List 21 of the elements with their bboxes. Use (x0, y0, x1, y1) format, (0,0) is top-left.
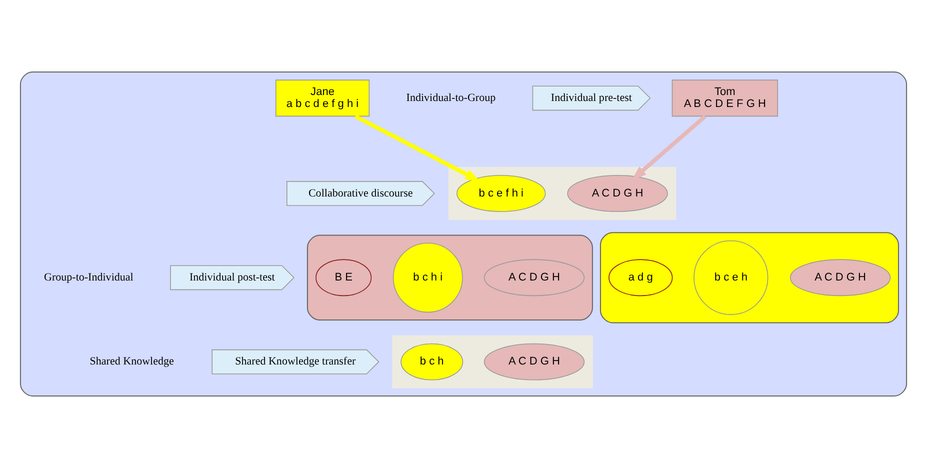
label: Shared Knowledge (90, 355, 174, 368)
cluster (20, 71, 908, 396)
node-ellipse: A C D G H (567, 174, 668, 212)
label: Individual-to-Group (406, 91, 496, 104)
node-ellipse: B E (316, 258, 372, 296)
node-ellipse: A C D G H (790, 258, 891, 296)
node-ellipse: A C D G H (484, 258, 585, 296)
cluster (306, 234, 593, 320)
node-circle: b c h i (392, 242, 463, 312)
label: Group-to-Individual (44, 270, 134, 283)
arrow (631, 114, 707, 180)
node-box: Jane a b c d e f g h i (275, 79, 370, 116)
node-ellipse: b c h (400, 342, 464, 380)
cluster (392, 334, 593, 388)
cluster (600, 232, 900, 323)
node-box: Tom A B C D E F G H (672, 79, 778, 116)
node-ellipse: A C D G H (484, 342, 585, 380)
arrow (354, 114, 480, 182)
node-ellipse: b c e f h i (456, 174, 546, 212)
node-ellipse: a d g (608, 258, 673, 296)
node-circle: b c e h (694, 240, 768, 314)
